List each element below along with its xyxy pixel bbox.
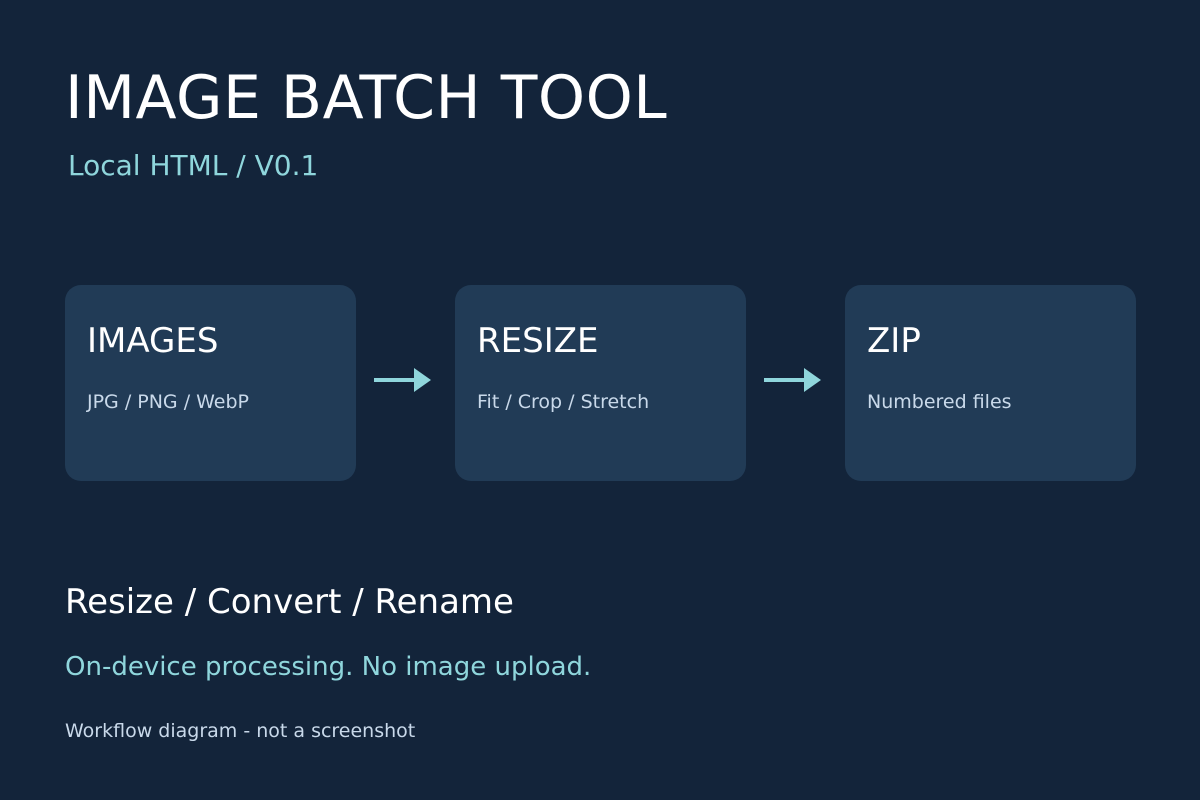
workflow-step-resize: RESIZE Fit / Crop / Stretch <box>455 285 746 481</box>
page-title: IMAGE BATCH TOOL <box>65 63 668 133</box>
step-detail: Fit / Crop / Stretch <box>477 391 650 413</box>
arrow-right-icon <box>374 368 431 392</box>
arrow-right-icon <box>764 368 821 392</box>
feature-tagline: Resize / Convert / Rename <box>65 582 514 622</box>
footnote: Workflow diagram - not a screenshot <box>65 720 416 742</box>
step-detail: JPG / PNG / WebP <box>87 391 250 413</box>
step-title: RESIZE <box>477 321 599 361</box>
step-title: ZIP <box>867 321 921 361</box>
step-title: IMAGES <box>87 321 219 361</box>
version-subtitle: Local HTML / V0.1 <box>68 149 319 182</box>
workflow-step-zip: ZIP Numbered files <box>845 285 1136 481</box>
privacy-note: On-device processing. No image upload. <box>65 652 592 682</box>
workflow-step-images: IMAGES JPG / PNG / WebP <box>65 285 356 481</box>
step-detail: Numbered files <box>867 391 1012 413</box>
